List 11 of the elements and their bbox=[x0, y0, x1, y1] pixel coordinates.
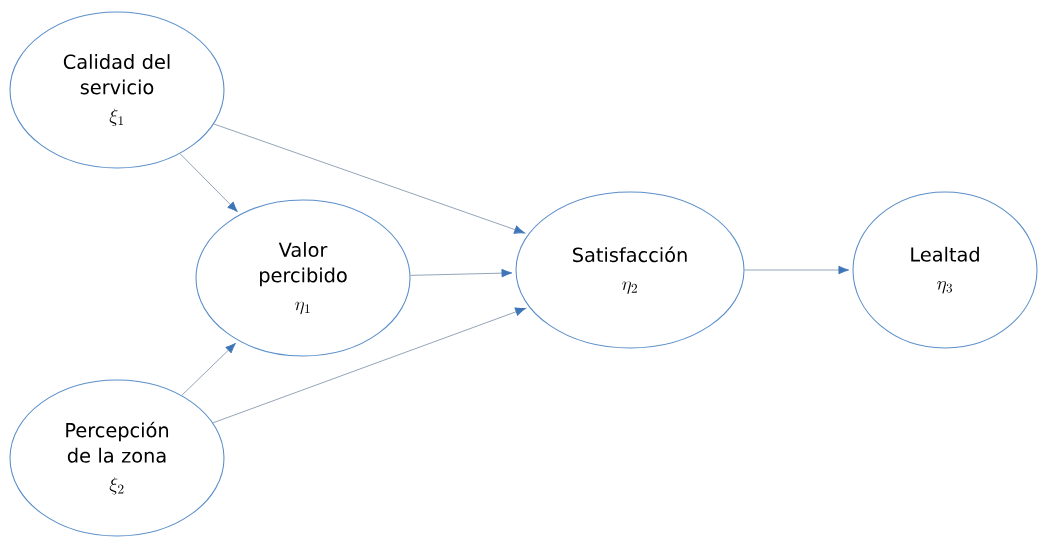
arrow bbox=[744, 265, 850, 275]
arrow bbox=[212, 307, 526, 424]
arrow bbox=[213, 123, 525, 234]
ellipse-node: Satisfacción $\eta_2$ bbox=[515, 191, 745, 349]
ellipse-node: Calidad del servicio $\xi_1$ bbox=[9, 11, 225, 169]
arrow bbox=[181, 342, 236, 396]
arrow bbox=[179, 153, 238, 213]
ellipse-node: Valor percibido $\eta_1$ bbox=[195, 199, 411, 357]
arrow bbox=[410, 268, 513, 278]
ellipse-node: Percepción de la zona $\xi_2$ bbox=[9, 379, 225, 537]
ellipse-node: Lealtad $\eta_3$ bbox=[852, 191, 1038, 349]
